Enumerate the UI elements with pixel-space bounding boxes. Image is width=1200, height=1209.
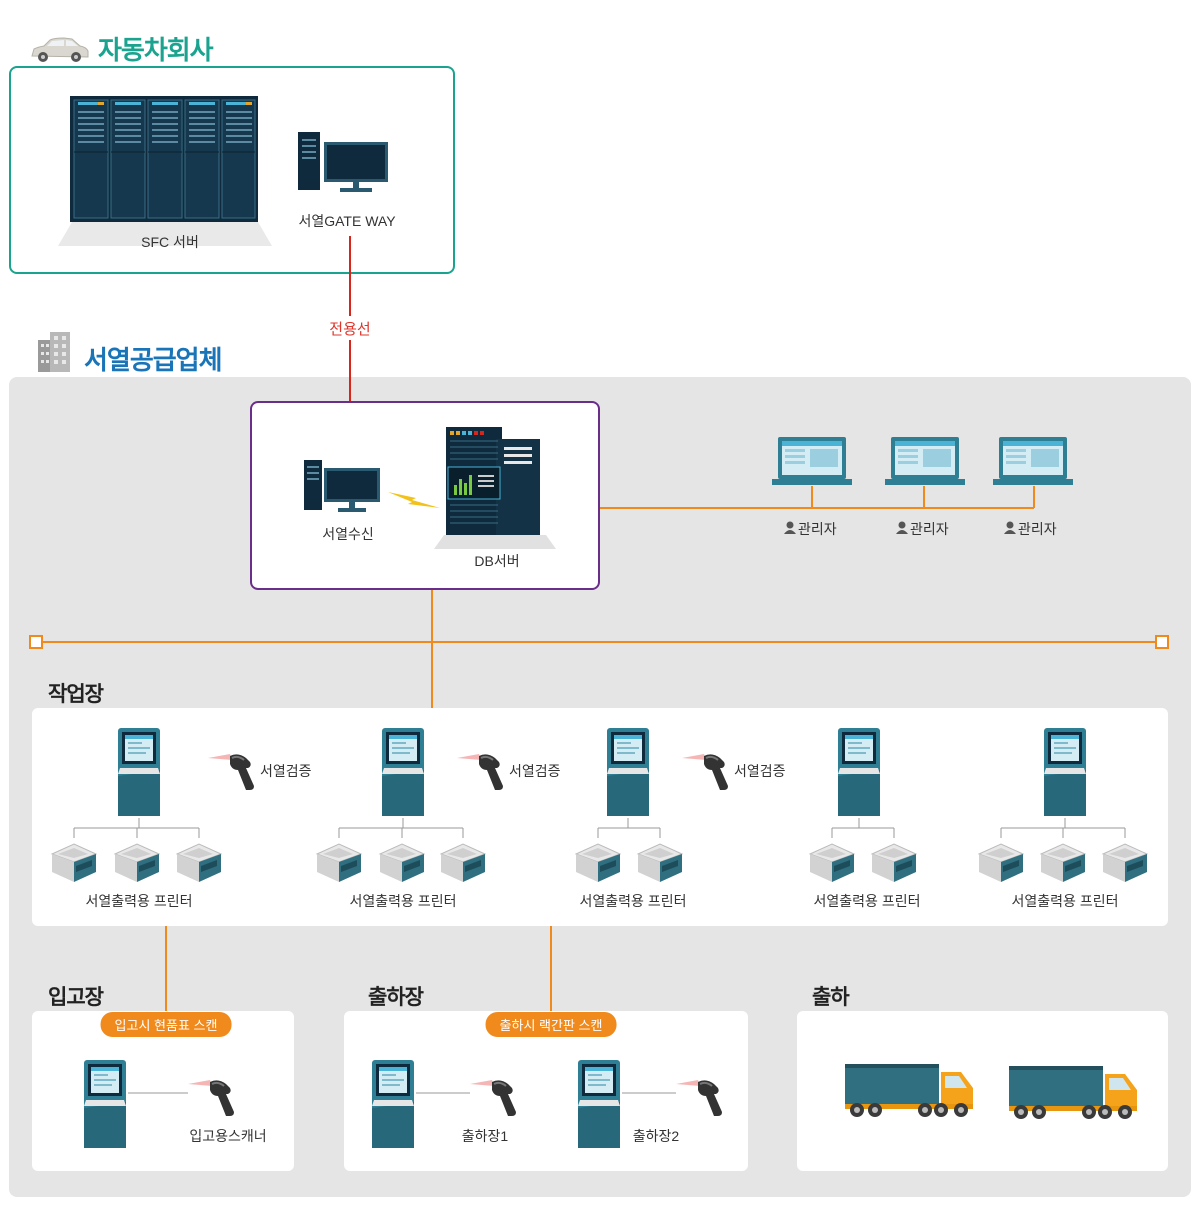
truck-icon-2 <box>1009 1066 1137 1119</box>
receiving-panel <box>32 1011 294 1171</box>
dedicated-line-label: 전용선 <box>329 321 371 338</box>
sfc-server-label: SFC 서버 <box>141 234 199 250</box>
admin-user-icon-3 <box>1004 521 1016 534</box>
printer-icon-4-1 <box>808 843 856 882</box>
printer-icon-5-1 <box>977 843 1025 882</box>
company-title: 자동차회사 <box>98 35 214 65</box>
printer-icon-1-2 <box>113 843 161 882</box>
printer-label-3: 서열출력용 프린터 <box>579 893 687 909</box>
db-server-label: DB서버 <box>474 553 520 569</box>
work-kiosk-icon-3 <box>607 728 649 816</box>
building-icon <box>38 332 70 372</box>
dispatch-title: 출하 <box>812 986 850 1009</box>
verify-scanner-icon-3 <box>682 754 728 790</box>
printer-icon-2-3 <box>439 843 487 882</box>
printer-icon-3-2 <box>636 843 684 882</box>
shipping-title: 출하장 <box>368 986 424 1009</box>
admin-label-3: 관리자 <box>1018 521 1057 537</box>
admin-laptop-icon-3 <box>993 437 1073 485</box>
admin-user-icon-2 <box>896 521 908 534</box>
workplace-panel <box>32 708 1168 926</box>
workplace-title: 작업장 <box>48 683 104 706</box>
printer-icon-5-3 <box>1101 843 1149 882</box>
admin-user-icon-1 <box>784 521 796 534</box>
admin-laptop-icon-2 <box>885 437 965 485</box>
truck-icon-1 <box>845 1064 973 1117</box>
printer-label-5: 서열출력용 프린터 <box>1011 893 1119 909</box>
shipping-scanner-icon-1 <box>470 1080 516 1116</box>
receiving-scanner-icon <box>188 1080 234 1116</box>
verify-scanner-icon-1 <box>208 754 254 790</box>
shipping-scanner-icon-2 <box>676 1080 722 1116</box>
work-kiosk-icon-4 <box>838 728 880 816</box>
verify-label-3: 서열검증 <box>734 763 786 779</box>
printer-icon-4-2 <box>870 843 918 882</box>
shipping-banner: 출하시 랙간판 스캔 <box>485 1012 617 1037</box>
shipping-label-1: 출하장1 <box>461 1128 509 1144</box>
verify-label-2: 서열검증 <box>509 763 561 779</box>
receiver-label: 서열수신 <box>322 526 374 542</box>
admin-label-1: 관리자 <box>798 521 837 537</box>
printer-label-1: 서열출력용 프린터 <box>85 893 193 909</box>
admin-label-2: 관리자 <box>910 521 949 537</box>
shipping-kiosk-icon-2 <box>578 1060 620 1148</box>
lightning-icon <box>388 492 440 508</box>
db-server-icon <box>434 427 556 549</box>
car-icon <box>31 37 89 62</box>
work-kiosk-icon-5 <box>1044 728 1086 816</box>
printer-icon-5-2 <box>1039 843 1087 882</box>
receiver-pc-icon <box>304 460 380 512</box>
gateway-pc-icon <box>298 132 388 192</box>
printer-icon-2-1 <box>315 843 363 882</box>
gateway-label: 서열GATE WAY <box>298 213 396 229</box>
verify-scanner-icon-2 <box>457 754 503 790</box>
verify-label-1: 서열검증 <box>260 763 312 779</box>
printer-icon-3-1 <box>574 843 622 882</box>
receiving-banner: 입고시 현품표 스캔 <box>100 1012 232 1037</box>
printer-label-4: 서열출력용 프린터 <box>813 893 921 909</box>
sfc-server-icon <box>58 96 272 246</box>
supplier-title: 서열공급업체 <box>84 345 223 375</box>
receiving-title: 입고장 <box>48 986 104 1009</box>
printer-icon-1-3 <box>175 843 223 882</box>
receiving-scanner-label: 입고용스캐너 <box>189 1128 267 1144</box>
shipping-label-2: 출하장2 <box>632 1128 680 1144</box>
printer-label-2: 서열출력용 프린터 <box>349 893 457 909</box>
receiving-kiosk-icon <box>84 1060 126 1148</box>
work-kiosk-icon-1 <box>118 728 160 816</box>
work-kiosk-icon-2 <box>382 728 424 816</box>
printer-icon-1-1 <box>50 843 98 882</box>
admin-laptop-icon-1 <box>772 437 852 485</box>
shipping-kiosk-icon-1 <box>372 1060 414 1148</box>
printer-icon-2-2 <box>378 843 426 882</box>
